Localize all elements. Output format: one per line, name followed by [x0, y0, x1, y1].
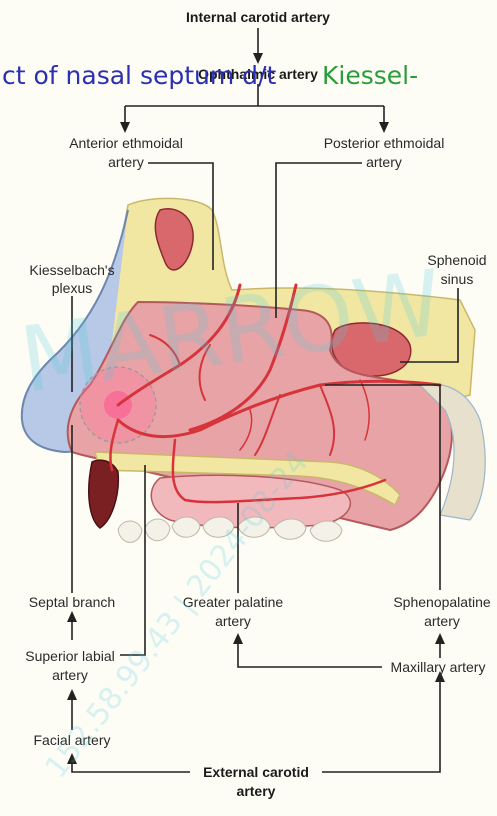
- label-external-carotid-1: External carotid: [203, 764, 309, 780]
- label-anterior-ethmoidal-1: Anterior ethmoidal: [69, 135, 183, 151]
- label-external-carotid-2: artery: [237, 783, 276, 799]
- handwriting-green: Kiessel-: [322, 61, 418, 90]
- label-sphenopalatine-2: artery: [424, 613, 460, 629]
- label-anterior-ethmoidal-2: artery: [108, 154, 144, 170]
- label-posterior-ethmoidal-1: Posterior ethmoidal: [324, 135, 445, 151]
- label-septal-branch: Septal branch: [29, 594, 115, 610]
- label-maxillary: Maxillary artery: [391, 659, 486, 675]
- label-internal-carotid: Internal carotid artery: [186, 9, 330, 25]
- label-greater-palatine-2: artery: [215, 613, 251, 629]
- handwriting-blue: ct of nasal septum d/t: [2, 61, 276, 90]
- upper-lip-vessel: [89, 460, 119, 528]
- label-posterior-ethmoidal-2: artery: [366, 154, 402, 170]
- label-kiesselbach-1: Kiesselbach's: [29, 262, 114, 278]
- label-sphenoid-2: sinus: [441, 271, 474, 287]
- label-kiesselbach-2: plexus: [52, 280, 92, 296]
- label-sphenopalatine-1: Sphenopalatine: [393, 594, 491, 610]
- handwritten-annotation: ct of nasal septum d/t Kiessel-: [2, 61, 418, 90]
- label-superior-labial-1: Superior labial: [25, 648, 115, 664]
- label-superior-labial-2: artery: [52, 667, 88, 683]
